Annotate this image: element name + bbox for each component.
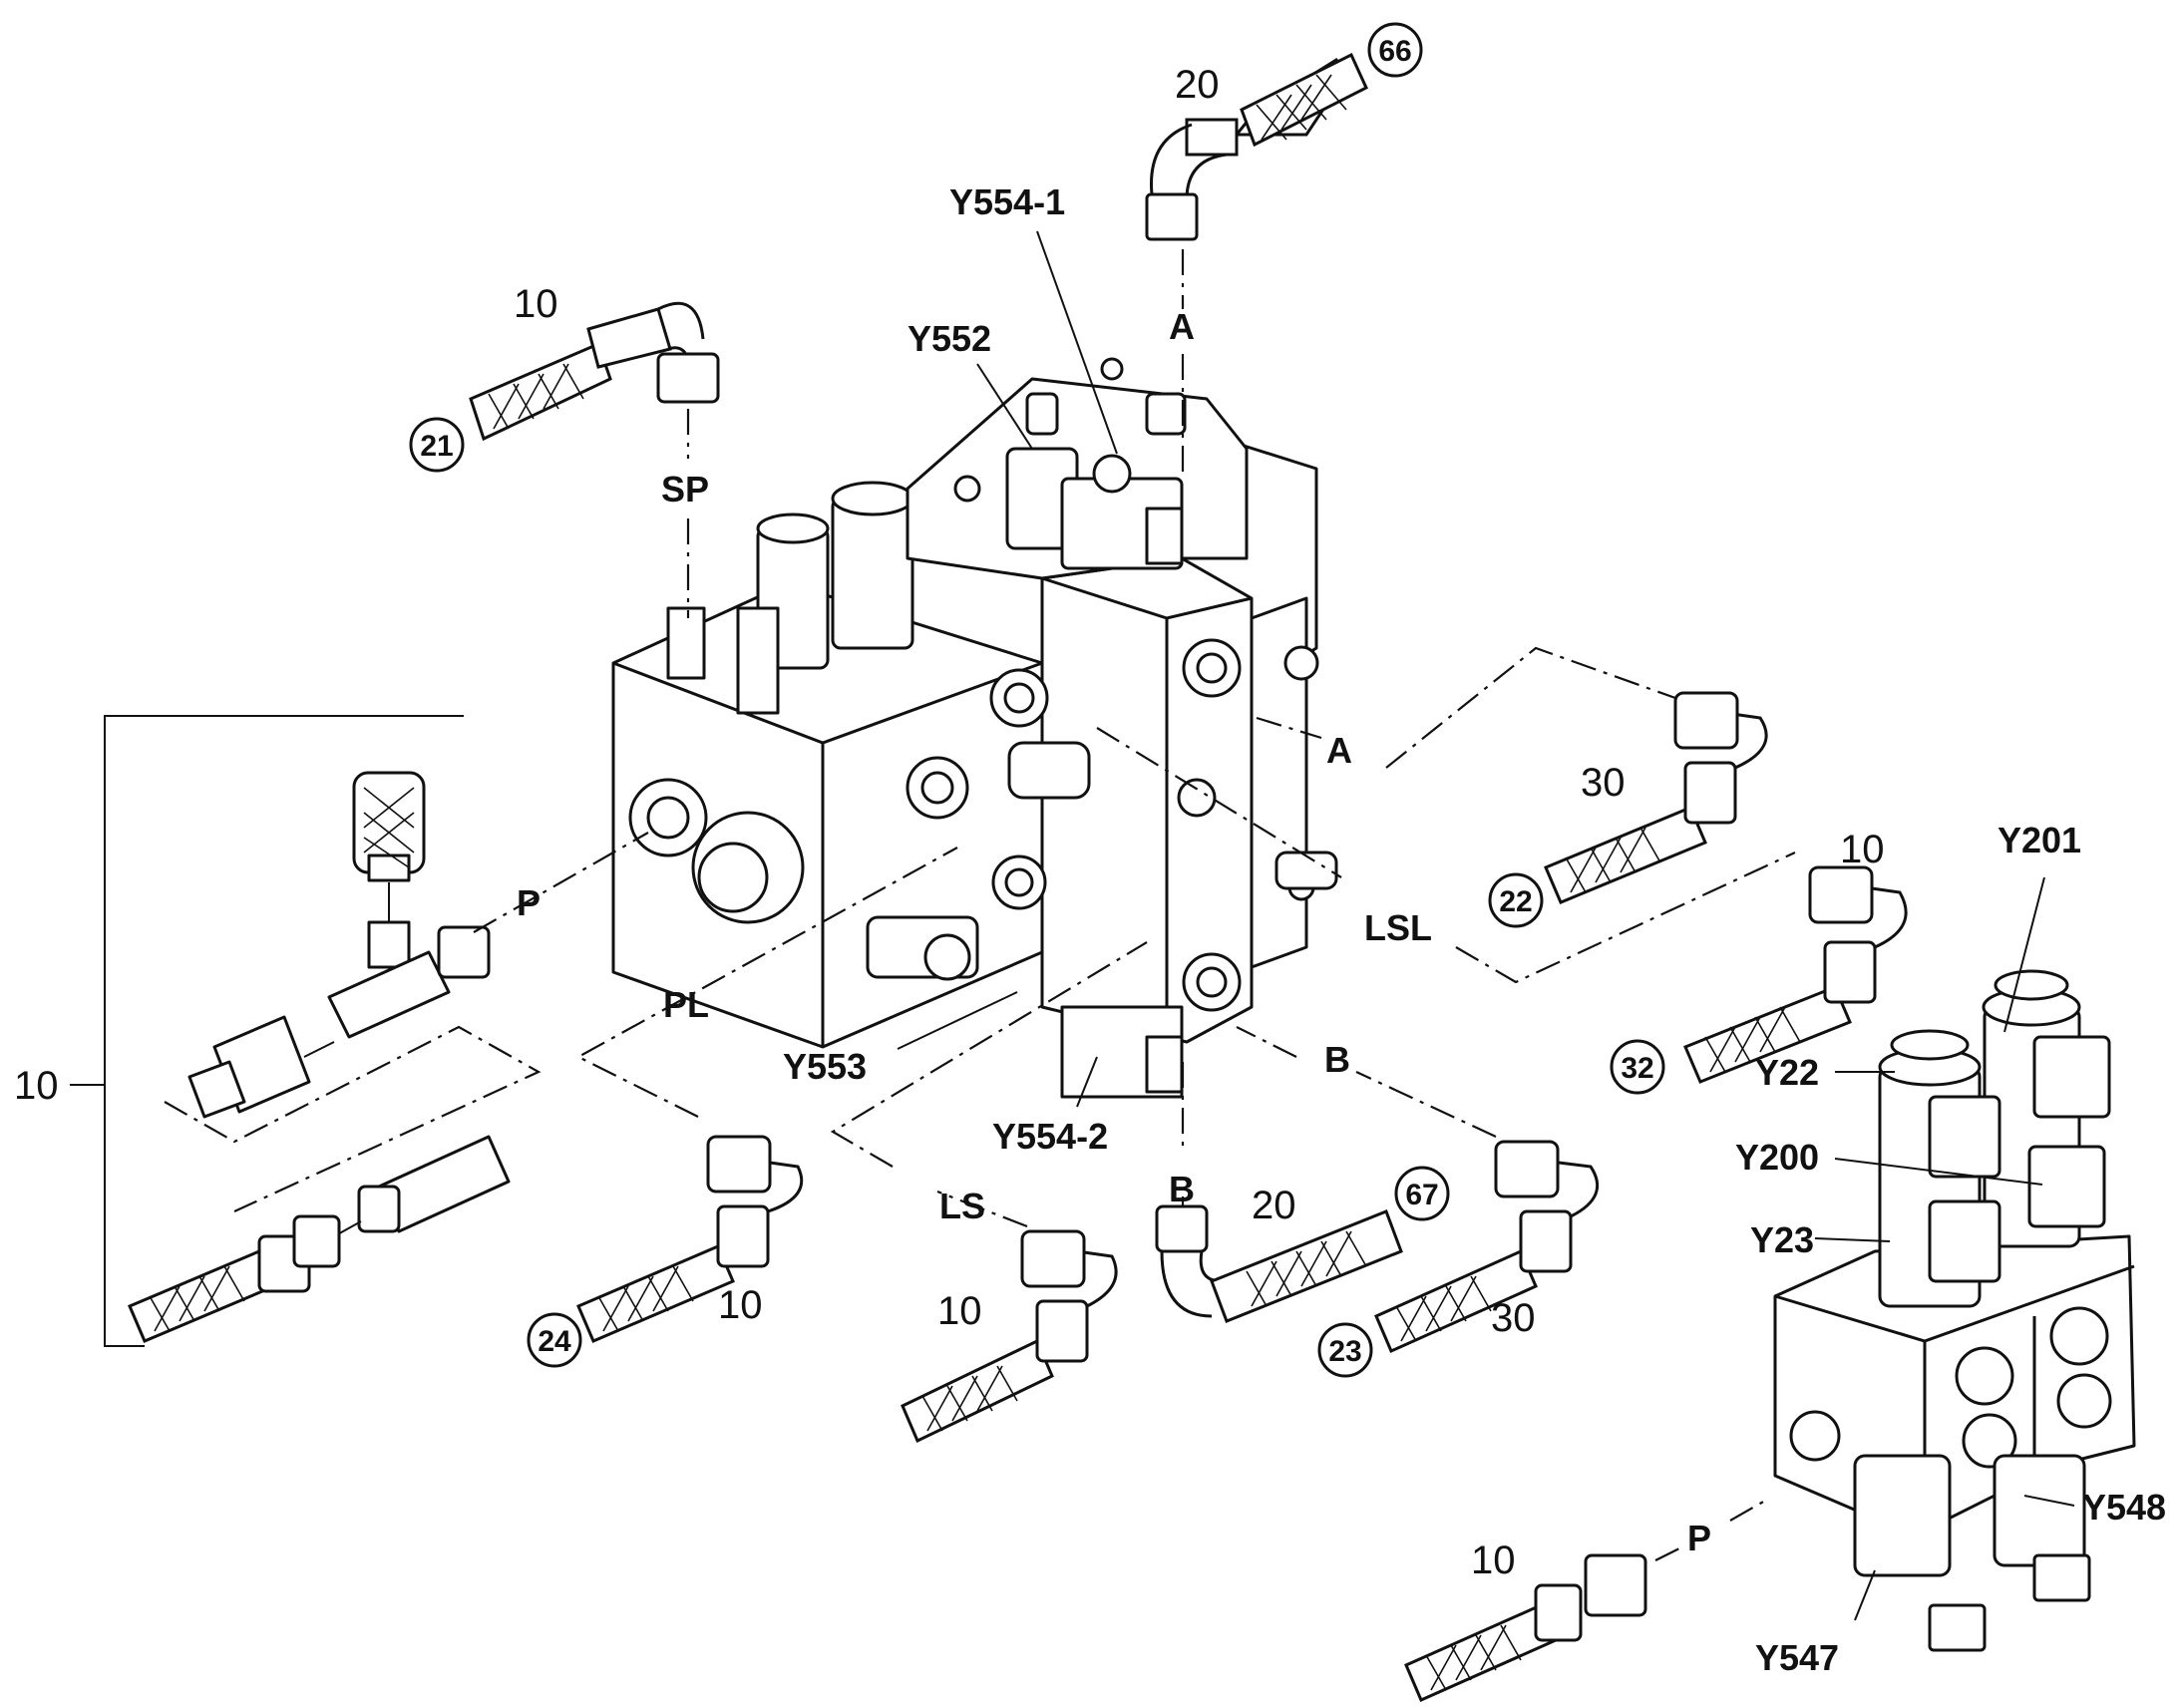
port-label-b-bottom: B	[1169, 1169, 1195, 1209]
leader-left-coupler	[164, 1025, 542, 1212]
quantity-20-top: 20	[1175, 63, 1220, 107]
callout-67: 67	[1394, 1166, 1450, 1221]
label-y201: Y201	[1998, 820, 2081, 860]
label-y200: Y200	[1735, 1137, 1819, 1178]
quantity-10-hose24: 10	[718, 1283, 763, 1327]
hose-32-assembly	[1683, 865, 1908, 1084]
label-y22: Y22	[1755, 1052, 1819, 1093]
svg-text:66: 66	[1378, 35, 1411, 68]
port-label-ls: LS	[939, 1186, 985, 1226]
callout-32: 32	[1610, 1039, 1665, 1095]
leader-a-right-long	[1385, 646, 1676, 769]
port-label-p-right: P	[1687, 1518, 1711, 1558]
port-label-pl: PL	[663, 984, 709, 1025]
label-y547: Y547	[1755, 1637, 1839, 1678]
quantity-10-ls: 10	[937, 1289, 982, 1333]
quantity-10-left: 10	[14, 1064, 59, 1108]
quantity-10-right: 10	[1840, 828, 1885, 871]
callout-22: 22	[1488, 872, 1544, 928]
label-y548: Y548	[2082, 1487, 2166, 1528]
leader-lsl-upper	[1096, 727, 1342, 878]
port-label-a-top: A	[1169, 306, 1195, 347]
leader-ls-upper	[830, 941, 1148, 1168]
leader-b-right-upper	[1236, 1026, 1297, 1058]
hose-ls-assembly	[901, 1229, 1118, 1444]
leader-ls-lower	[936, 1190, 1028, 1228]
hose-66-assembly	[1145, 52, 1368, 241]
hose-24-assembly	[576, 1135, 804, 1343]
callout-66: 66	[1367, 22, 1423, 78]
port-label-b-right: B	[1324, 1039, 1350, 1080]
leader-y552	[976, 363, 1033, 450]
label-y23: Y23	[1750, 1219, 1814, 1260]
quantity-20-bottom: 20	[1252, 1184, 1296, 1227]
svg-text:23: 23	[1328, 1335, 1361, 1368]
leader-p-left	[473, 832, 649, 933]
hose-23-assembly	[1374, 1140, 1600, 1353]
port-label-sp: SP	[661, 469, 709, 510]
leader-p-right-lower	[1654, 1544, 1686, 1561]
label-y552: Y552	[908, 318, 991, 359]
port-label-lsl: LSL	[1364, 907, 1432, 948]
port-label-p-left: P	[517, 882, 541, 923]
svg-text:67: 67	[1405, 1179, 1438, 1211]
callout-23: 23	[1317, 1322, 1373, 1378]
quantity-30-right: 30	[1581, 761, 1626, 805]
quantity-30-bottom: 30	[1491, 1296, 1536, 1340]
leader-y554-2	[1076, 1056, 1098, 1108]
leader-a-right	[1256, 716, 1322, 740]
leader-y201	[2003, 876, 2045, 1033]
main-valve-block	[611, 357, 1338, 1099]
svg-text:21: 21	[420, 430, 453, 463]
secondary-valve-block	[1773, 969, 2136, 1652]
label-y554-2: Y554-2	[992, 1116, 1108, 1157]
hose-67-assembly	[1155, 1204, 1403, 1323]
leader-lsl-lower	[1455, 852, 1796, 984]
hose-21-assembly	[469, 301, 720, 442]
leader-y547	[1854, 1569, 1876, 1621]
leader-p-right-upper	[1729, 1500, 1766, 1522]
leader-y553	[897, 991, 1018, 1050]
svg-text:22: 22	[1499, 885, 1532, 918]
left-fittings-group	[70, 715, 511, 1347]
leader-y548	[2023, 1495, 2075, 1507]
label-y553: Y553	[783, 1046, 867, 1087]
quantity-10-top: 10	[514, 282, 558, 326]
hose-p-right-assembly	[1404, 1553, 1647, 1702]
label-y554-1: Y554-1	[949, 181, 1065, 222]
leader-y23	[1814, 1237, 1891, 1242]
svg-text:24: 24	[538, 1325, 571, 1358]
leader-y200	[1834, 1158, 2043, 1186]
callout-21: 21	[409, 417, 465, 473]
leader-pl	[575, 847, 958, 1118]
leader-y554-1	[1036, 230, 1118, 455]
callout-24: 24	[527, 1312, 582, 1368]
hose-22-assembly	[1544, 691, 1768, 904]
quantity-10-bottom-right: 10	[1471, 1538, 1516, 1582]
port-label-a-right: A	[1326, 730, 1352, 771]
leader-b-right-lower	[1355, 1071, 1497, 1138]
svg-text:32: 32	[1621, 1052, 1653, 1085]
